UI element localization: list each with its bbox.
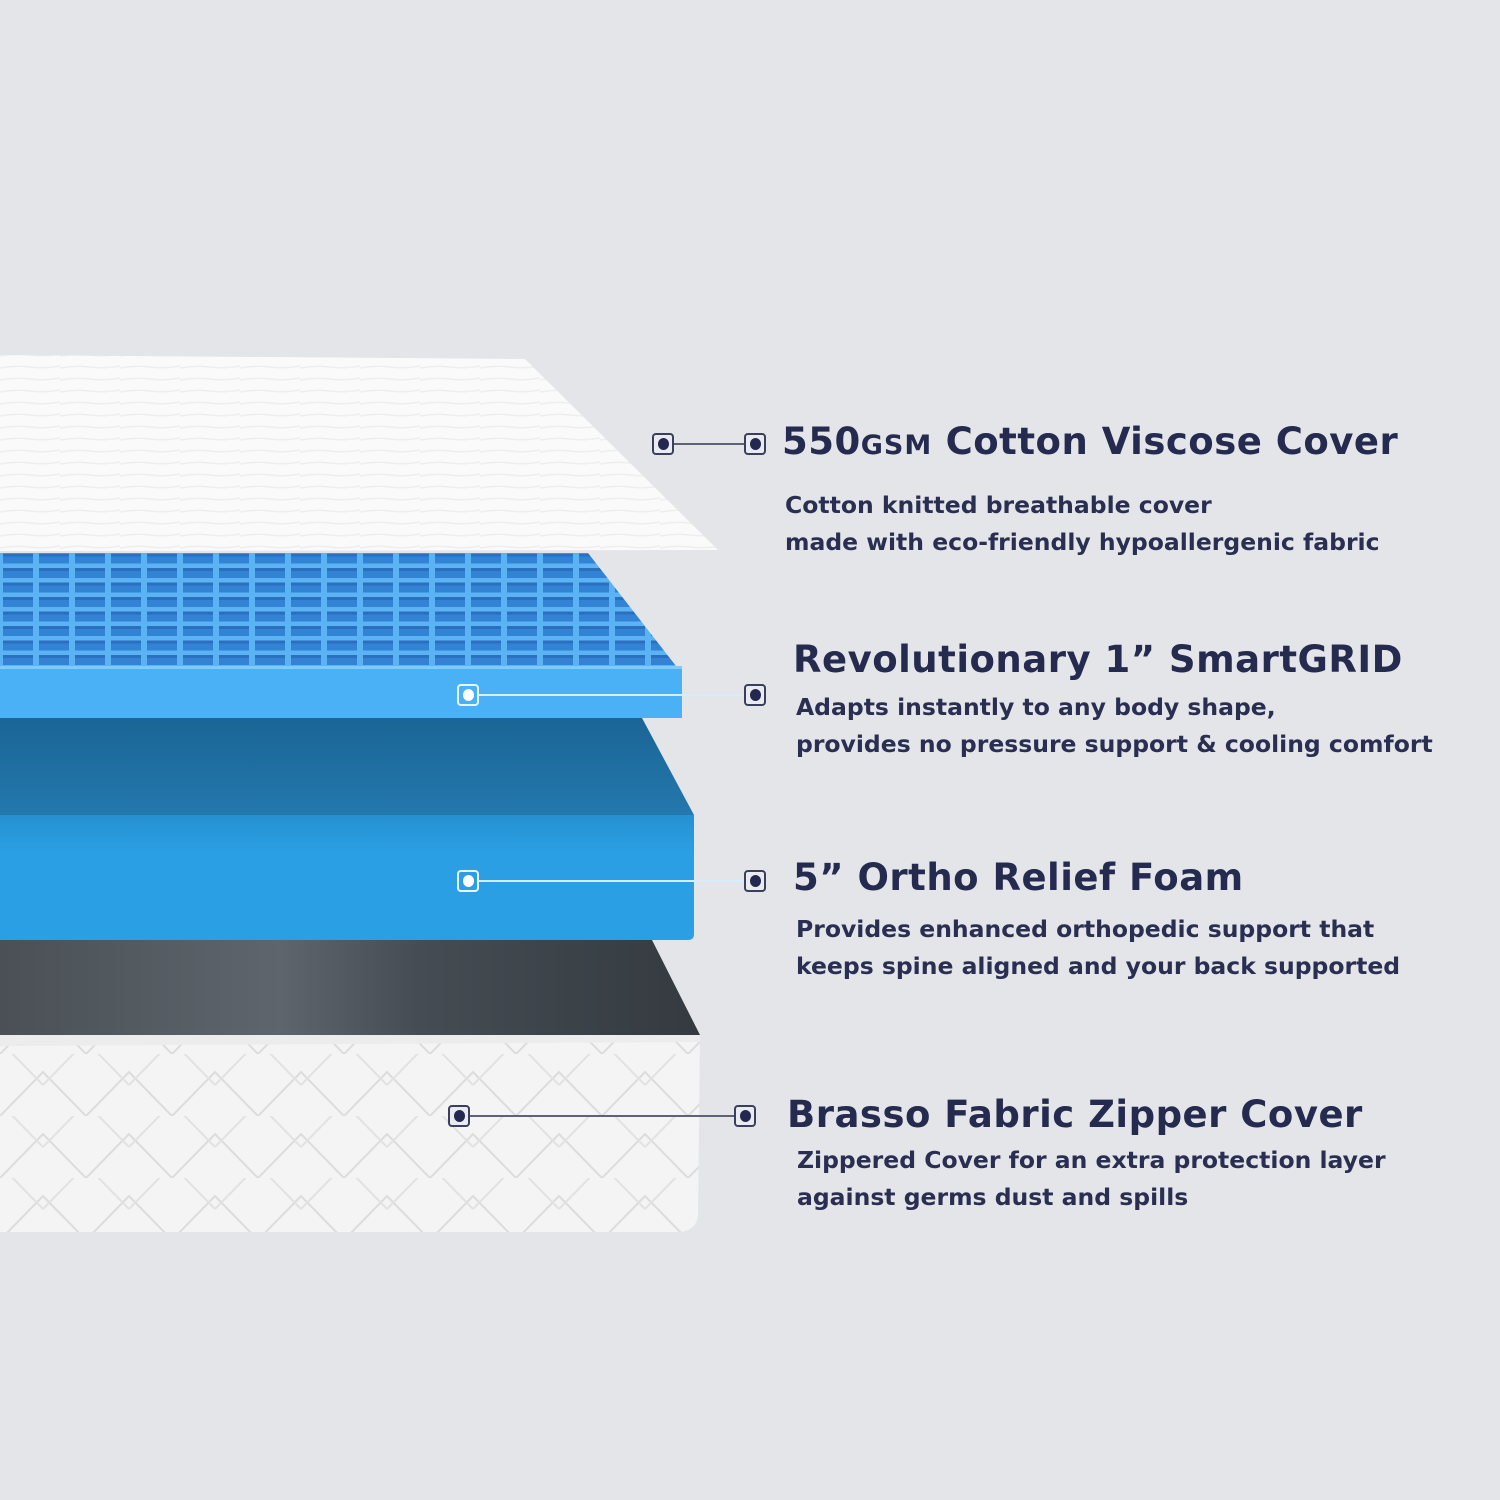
smartgrid-front (0, 666, 682, 718)
feature-description-line: Adapts instantly to any body shape, (796, 693, 1276, 721)
feature-smartgrid: Revolutionary 1” SmartGRID Adapts instan… (793, 638, 1433, 763)
feature-ortho-relief-foam: 5” Ortho Relief Foam Provides enhanced o… (793, 856, 1400, 985)
feature-zipper-cover: Brasso Fabric Zipper Cover Zippered Cove… (787, 1093, 1386, 1216)
feature-description-line: made with eco-friendly hypoallergenic fa… (785, 528, 1380, 556)
feature-title: Revolutionary 1” SmartGRID (793, 638, 1403, 681)
feature-title: 5” Ortho Relief Foam (793, 856, 1244, 899)
ortho-foam-front (0, 815, 694, 940)
marker-dot-icon (457, 870, 479, 892)
connector-line (479, 880, 744, 882)
ortho-foam-top (0, 718, 694, 815)
feature-title: 550GSM Cotton Viscose Cover (782, 420, 1399, 463)
feature-description-line: Provides enhanced orthopedic support tha… (796, 915, 1375, 943)
marker-dot-icon (744, 870, 766, 892)
smartgrid-top (0, 553, 676, 666)
connector-line (470, 1115, 734, 1117)
zipper-cover-layer (0, 1035, 700, 1232)
feature-description-line: Zippered Cover for an extra protection l… (797, 1146, 1386, 1174)
marker-dot-icon (448, 1105, 470, 1127)
feature-description-line: Cotton knitted breathable cover (785, 491, 1212, 519)
marker-dot-icon (744, 433, 766, 455)
connector-line (674, 443, 744, 445)
feature-description-line: provides no pressure support & cooling c… (796, 730, 1433, 758)
marker-dot-icon (734, 1105, 756, 1127)
feature-title: Brasso Fabric Zipper Cover (787, 1093, 1363, 1136)
marker-dot-icon (652, 433, 674, 455)
feature-description-line: against germs dust and spills (797, 1183, 1189, 1211)
base-layer (0, 940, 700, 1035)
connector-line (479, 694, 744, 696)
marker-dot-icon (457, 684, 479, 706)
top-cover-layer (0, 355, 718, 551)
marker-dot-icon (744, 684, 766, 706)
feature-cotton-viscose-cover: 550GSM Cotton Viscose Cover Cotton knitt… (782, 420, 1398, 561)
feature-description-line: keeps spine aligned and your back suppor… (796, 952, 1401, 980)
